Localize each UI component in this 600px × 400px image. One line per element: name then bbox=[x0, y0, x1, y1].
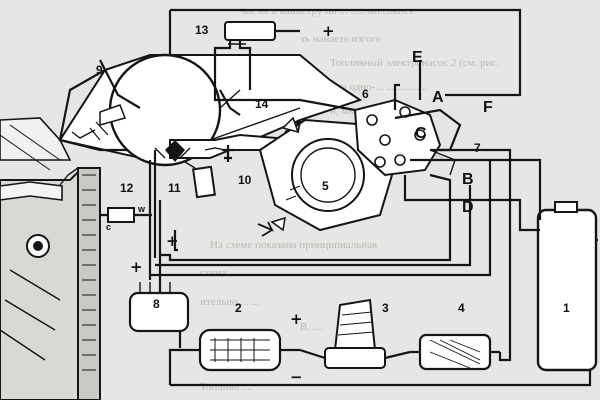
throttle-body bbox=[71, 53, 222, 167]
port-e: E bbox=[412, 49, 423, 66]
label-4: 4 bbox=[458, 301, 465, 315]
port-c: C bbox=[415, 125, 427, 142]
mark-c: c bbox=[106, 222, 111, 232]
plus-sign-13: + bbox=[322, 22, 335, 40]
plus-sign-11: + bbox=[166, 232, 179, 250]
component-labels: 1 2 3 4 5 6 7 8 9 10 11 12 13 14 bbox=[96, 23, 570, 315]
port-a: A bbox=[432, 89, 444, 106]
electrical-signs: + + + + − w c bbox=[106, 22, 335, 386]
port-d: D bbox=[462, 199, 474, 216]
label-1: 1 bbox=[563, 301, 570, 315]
airflow-arrows bbox=[257, 116, 302, 237]
bg-text-4: ипа одно-... ............... bbox=[330, 81, 428, 93]
cold-start-valve bbox=[213, 21, 300, 90]
mark-w: w bbox=[137, 204, 146, 214]
label-12: 12 bbox=[120, 181, 134, 195]
bg-text-11: Топливо .... bbox=[200, 381, 253, 393]
thermo-time-switch-11 bbox=[184, 161, 216, 199]
label-7: 7 bbox=[474, 141, 481, 155]
port-f: F bbox=[483, 99, 493, 116]
injector-10 bbox=[222, 145, 234, 162]
label-10: 10 bbox=[238, 173, 252, 187]
label-3: 3 bbox=[382, 301, 389, 315]
bg-text-9: ительно ... ... bbox=[200, 296, 260, 308]
fuel-pump bbox=[180, 328, 300, 372]
fuel-lines bbox=[59, 8, 598, 387]
bg-text-10: В, .... bbox=[300, 321, 324, 333]
cylinder-head bbox=[0, 117, 101, 400]
label-11: 11 bbox=[168, 181, 181, 195]
label-14: 14 bbox=[255, 97, 269, 111]
control-relay bbox=[128, 282, 190, 333]
label-6: 6 bbox=[362, 87, 369, 101]
fuel-accumulator bbox=[324, 298, 386, 369]
label-2: 2 bbox=[235, 301, 242, 315]
bg-text-7: На схеме показана принципиальная bbox=[210, 239, 377, 251]
port-b: B bbox=[462, 171, 474, 188]
plus-sign-8: + bbox=[130, 258, 143, 276]
pressure-regulator bbox=[353, 98, 462, 177]
minus-sign-2: − bbox=[290, 368, 303, 386]
injection-nozzle bbox=[154, 140, 191, 162]
bg-text-8: схема .... ... ... bbox=[200, 267, 263, 279]
label-5: 5 bbox=[322, 179, 329, 193]
port-letter-labels: A B C D E F bbox=[412, 49, 493, 216]
fuel-filter bbox=[410, 333, 500, 371]
bg-text-2: зъ нанаете изгоге bbox=[300, 33, 381, 45]
label-9: 9 bbox=[96, 63, 103, 77]
bg-text-3: Топливный электронасос 2 (см. рис. bbox=[330, 57, 499, 69]
label-8: 8 bbox=[153, 297, 160, 311]
fuel-tank bbox=[536, 201, 598, 372]
label-13: 13 bbox=[195, 23, 209, 37]
plus-sign-2: + bbox=[290, 310, 303, 328]
